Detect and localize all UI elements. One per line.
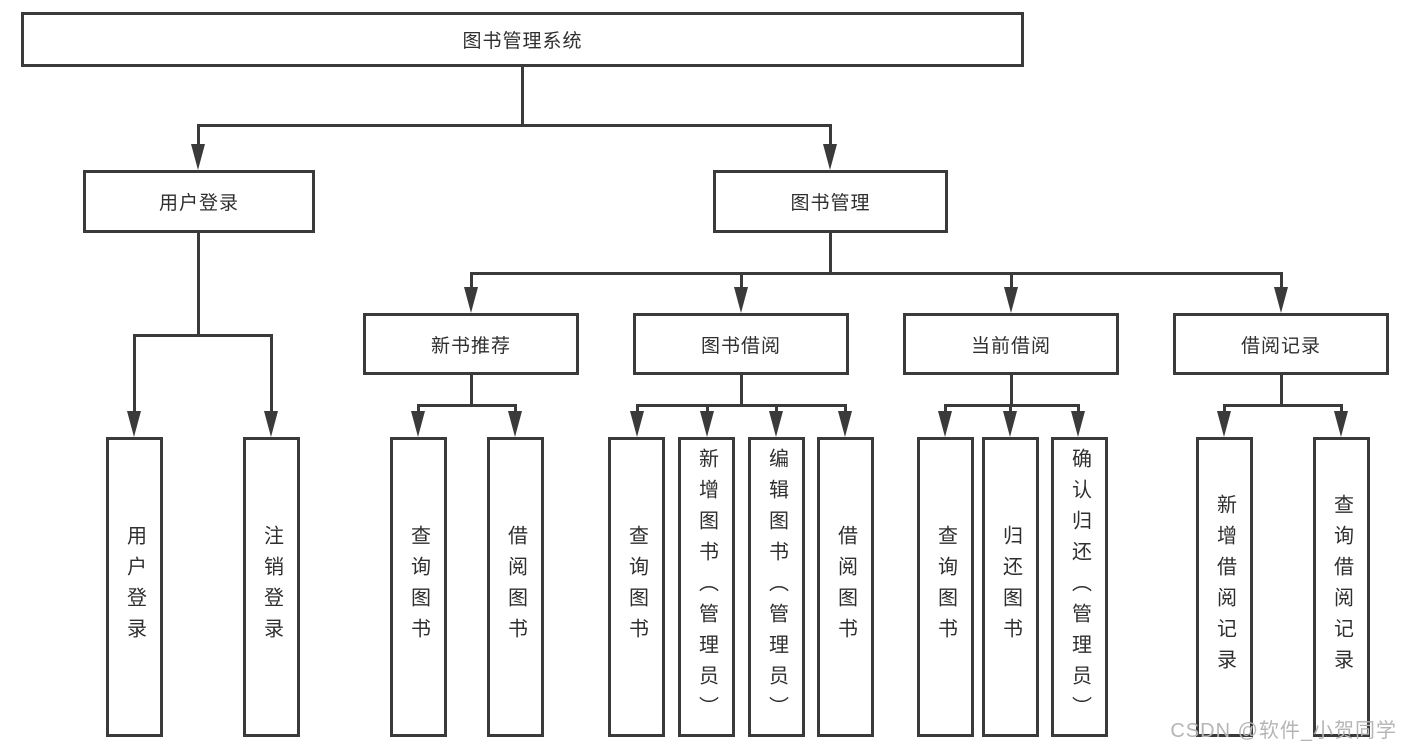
leaf-label: 编辑图书（管理员） <box>765 447 788 727</box>
connector-line <box>197 124 831 127</box>
connector-line <box>706 404 709 414</box>
connector-line <box>417 404 517 407</box>
connector-line <box>1340 404 1343 414</box>
connector-line <box>829 233 832 274</box>
connector-line <box>636 404 846 407</box>
leaf-label: 归还图书 <box>999 525 1022 649</box>
connector-line <box>521 67 524 125</box>
connector-line <box>1280 272 1283 290</box>
arrow-down-icon <box>127 411 141 437</box>
connector-line <box>197 124 200 148</box>
arrow-down-icon <box>1334 411 1348 437</box>
connector-line <box>514 404 517 414</box>
connector-line <box>1223 404 1342 407</box>
connector-line <box>417 404 420 414</box>
connector-line <box>944 404 947 414</box>
node-book-borrowing: 图书借阅 <box>633 313 849 375</box>
leaf-label: 查询图书 <box>934 525 957 649</box>
arrow-down-icon <box>700 411 714 437</box>
leaf-label: 用户登录 <box>123 525 146 649</box>
arrow-down-icon <box>630 411 644 437</box>
connector-line <box>1010 272 1013 290</box>
connector-line <box>470 272 473 290</box>
connector-line <box>775 404 778 414</box>
connector-line <box>270 334 273 414</box>
leaf-label: 查询图书 <box>407 525 430 649</box>
connector-line <box>133 334 272 337</box>
connector-line <box>197 233 200 336</box>
leaf-borrow-books-2: 借阅图书 <box>817 437 874 737</box>
node-borrowing-records: 借阅记录 <box>1173 313 1389 375</box>
leaf-confirm-return-admin: 确认归还（管理员） <box>1051 437 1108 737</box>
connector-line <box>1223 404 1226 414</box>
connector-line <box>133 334 136 414</box>
leaf-query-books-3: 查询图书 <box>917 437 974 737</box>
connector-line <box>1077 404 1080 414</box>
arrow-down-icon <box>191 144 205 170</box>
connector-line <box>1010 375 1013 406</box>
arrow-down-icon <box>508 411 522 437</box>
leaf-label: 新增图书（管理员） <box>695 447 718 727</box>
leaf-query-borrow-record: 查询借阅记录 <box>1313 437 1370 737</box>
csdn-watermark: CSDN @软件_小贺同学 <box>1170 720 1397 742</box>
leaf-borrow-books-1: 借阅图书 <box>487 437 544 737</box>
arrow-down-icon <box>1071 411 1085 437</box>
leaf-query-books-1: 查询图书 <box>390 437 447 737</box>
leaf-label: 注销登录 <box>260 525 283 649</box>
arrow-down-icon <box>823 144 837 170</box>
connector-line <box>1280 375 1283 406</box>
leaf-label: 借阅图书 <box>834 525 857 649</box>
connector-line <box>636 404 639 414</box>
leaf-logout: 注销登录 <box>243 437 300 737</box>
leaf-add-books-admin: 新增图书（管理员） <box>678 437 735 737</box>
arrow-down-icon <box>1274 287 1288 313</box>
leaf-label: 确认归还（管理员） <box>1068 447 1091 727</box>
node-book-management: 图书管理 <box>713 170 948 233</box>
arrow-down-icon <box>734 287 748 313</box>
arrow-down-icon <box>264 411 278 437</box>
leaf-user-login: 用户登录 <box>106 437 163 737</box>
leaf-return-books: 归还图书 <box>982 437 1039 737</box>
leaf-label: 新增借阅记录 <box>1213 494 1236 680</box>
arrow-down-icon <box>1004 287 1018 313</box>
leaf-add-borrow-record: 新增借阅记录 <box>1196 437 1253 737</box>
connector-line <box>470 272 1282 275</box>
arrow-down-icon <box>938 411 952 437</box>
connector-line <box>1009 404 1012 414</box>
arrow-down-icon <box>464 287 478 313</box>
connector-line <box>470 375 473 406</box>
arrow-down-icon <box>1003 411 1017 437</box>
leaf-label: 查询图书 <box>625 525 648 649</box>
connector-line <box>740 375 743 406</box>
node-new-book-recommendation: 新书推荐 <box>363 313 579 375</box>
connector-line <box>740 272 743 290</box>
connector-line <box>844 404 847 414</box>
arrow-down-icon <box>838 411 852 437</box>
arrow-down-icon <box>411 411 425 437</box>
arrow-down-icon <box>1217 411 1231 437</box>
node-current-borrowing: 当前借阅 <box>903 313 1119 375</box>
connector-line <box>944 404 1080 407</box>
node-user-login-branch: 用户登录 <box>83 170 315 233</box>
leaf-query-books-2: 查询图书 <box>608 437 665 737</box>
leaf-edit-books-admin: 编辑图书（管理员） <box>748 437 805 737</box>
node-library-management-system: 图书管理系统 <box>21 12 1024 67</box>
connector-line <box>829 124 832 148</box>
arrow-down-icon <box>769 411 783 437</box>
leaf-label: 查询借阅记录 <box>1330 494 1353 680</box>
leaf-label: 借阅图书 <box>504 525 527 649</box>
